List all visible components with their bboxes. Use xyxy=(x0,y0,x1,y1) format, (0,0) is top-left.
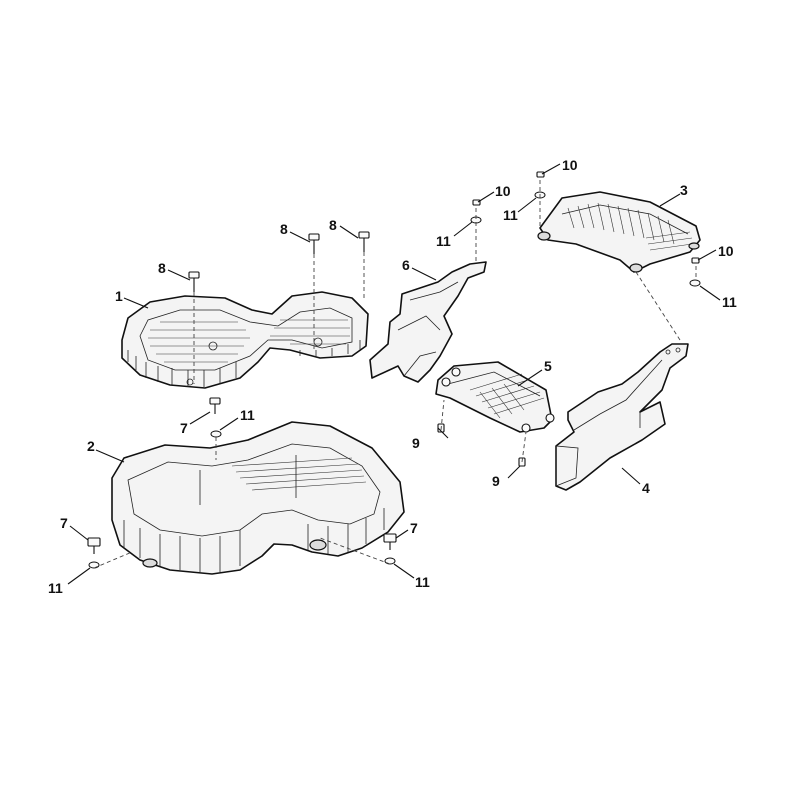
part-1-top-cover xyxy=(121,291,369,389)
callout-part-10-top: 10 xyxy=(562,157,578,173)
screw-8a xyxy=(188,271,200,292)
callout-part-8-right: 8 xyxy=(329,217,337,233)
callout-part-7-left: 7 xyxy=(60,515,68,531)
screw-7b xyxy=(87,537,101,554)
callout-part-11-a: 11 xyxy=(240,407,255,423)
callout-part-1: 1 xyxy=(115,288,123,304)
callout-part-8-mid: 8 xyxy=(280,221,288,237)
callout-part-3: 3 xyxy=(680,182,688,198)
screw-10c xyxy=(691,257,700,264)
callout-part-7-top: 7 xyxy=(180,420,188,436)
callout-part-4: 4 xyxy=(642,480,650,496)
callout-part-9-left: 9 xyxy=(412,435,420,451)
assembly-lines xyxy=(93,180,697,569)
callout-part-9-right: 9 xyxy=(492,473,500,489)
callout-part-11-c: 11 xyxy=(415,574,430,590)
callout-part-10-mid: 10 xyxy=(495,183,511,199)
leader-lines xyxy=(67,163,721,585)
screw-8b xyxy=(308,233,320,254)
part-6-bracket xyxy=(369,261,487,383)
callout-part-11-d: 11 xyxy=(436,233,451,249)
screw-7a xyxy=(209,397,221,414)
part-2-lower-housing xyxy=(111,421,405,575)
screw-10b xyxy=(536,171,545,178)
callout-part-8-left: 8 xyxy=(158,260,166,276)
callout-part-2: 2 xyxy=(87,438,95,454)
callout-part-7-right: 7 xyxy=(410,520,418,536)
callout-part-11-f: 11 xyxy=(722,294,737,310)
callout-part-11-e: 11 xyxy=(503,207,518,223)
screw-8c xyxy=(358,231,370,252)
screw-10a xyxy=(472,199,481,206)
callout-part-5: 5 xyxy=(544,358,552,374)
callout-part-10-right: 10 xyxy=(718,243,734,259)
part-5-plate xyxy=(435,361,555,433)
part-3-rear-cover xyxy=(537,191,701,273)
callout-labels: 1 2 3 4 5 6 7 7 7 8 8 8 9 9 10 10 10 11 … xyxy=(48,157,737,596)
part-4-side-panel xyxy=(555,343,689,491)
washer-11-set xyxy=(88,191,701,569)
callout-part-11-b: 11 xyxy=(48,580,63,596)
screw-7c xyxy=(383,533,397,550)
callout-part-6: 6 xyxy=(402,257,410,273)
